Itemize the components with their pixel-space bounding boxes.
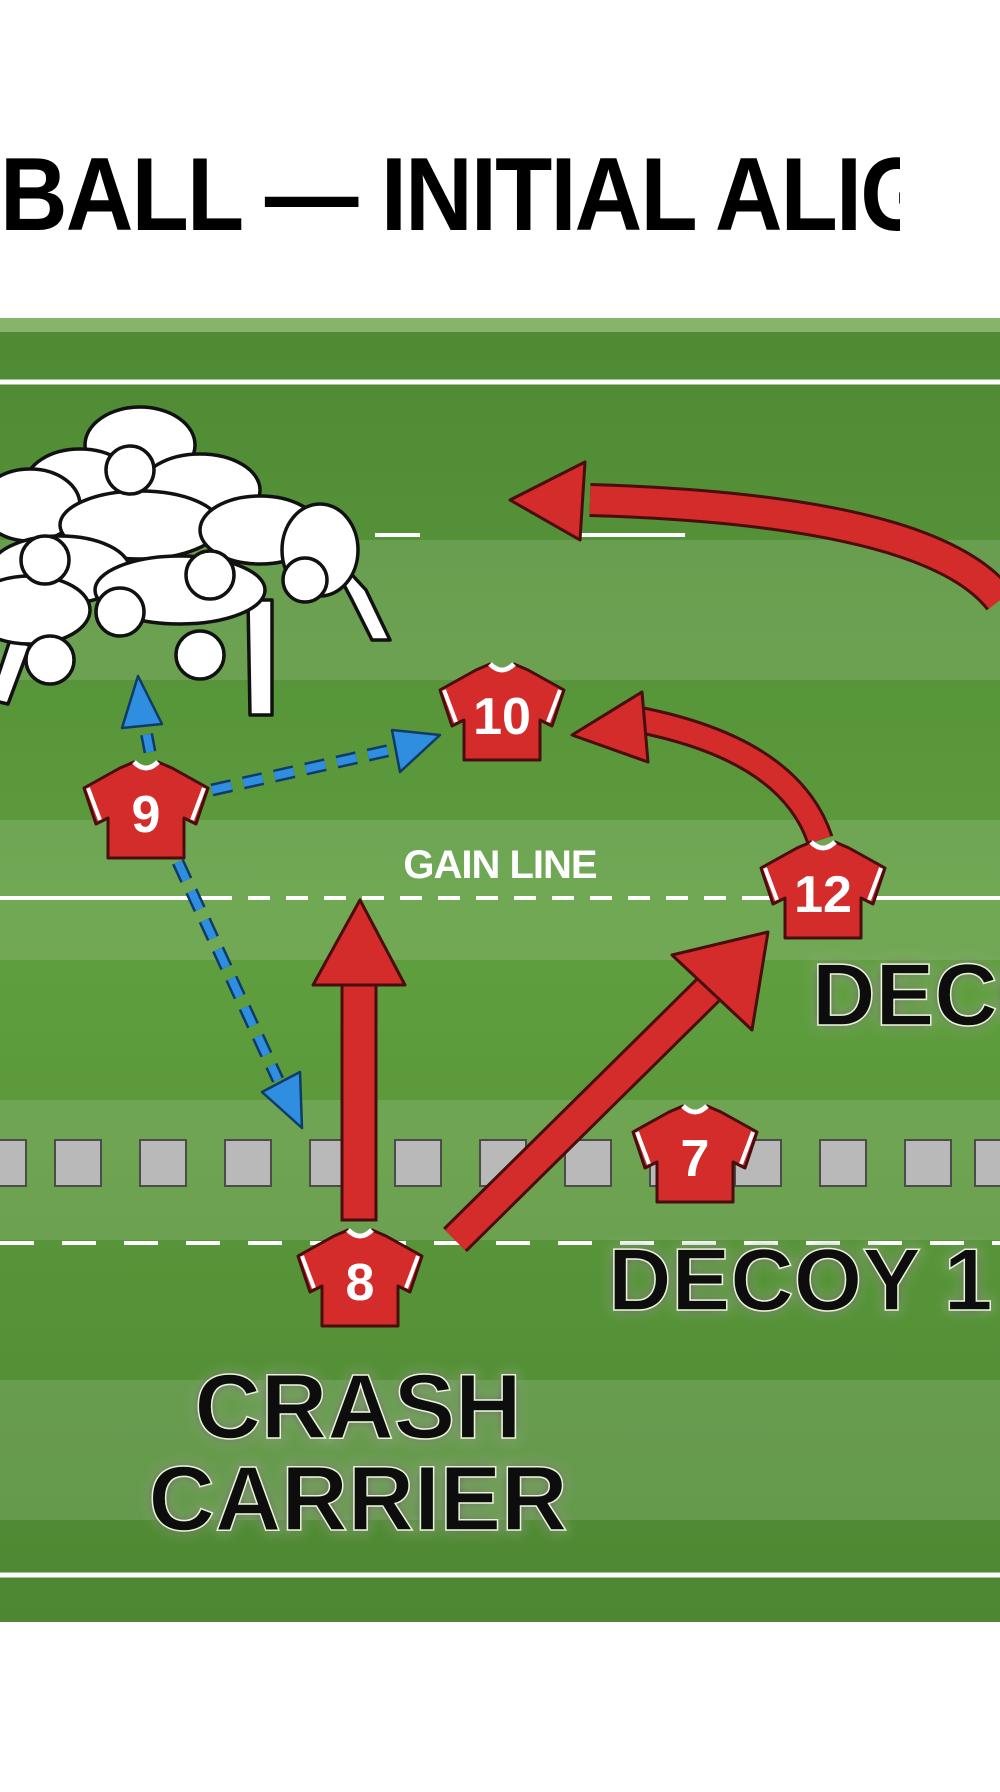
jersey-icon: 12 <box>761 842 885 938</box>
run-arrow-8-diagonal <box>443 930 770 1253</box>
diagram-title: BALL — INITIAL ALIG <box>0 137 900 253</box>
pass-arrow-9-to-scrum <box>120 674 164 754</box>
player-number-9: 9 <box>132 786 161 844</box>
decoy-2-label: DECO <box>812 945 1000 1044</box>
jersey-icon: 7 <box>633 1106 757 1202</box>
scrum-pack-icon <box>0 405 392 717</box>
run-arrow-loop-top <box>508 460 1000 611</box>
crash-carrier-label-line-2: CARRIER <box>148 1448 567 1550</box>
player-number-12: 12 <box>794 866 852 924</box>
player-number-8: 8 <box>346 1254 375 1312</box>
player-number-7: 7 <box>681 1130 710 1188</box>
jersey-icon: 8 <box>298 1230 422 1326</box>
jersey-icon: 9 <box>84 762 208 858</box>
pass-arrow-9-to-10 <box>210 728 442 797</box>
gain-line-label: GAIN LINE <box>403 843 597 887</box>
player-number-10: 10 <box>473 688 531 746</box>
run-arrow-12-to-10 <box>570 690 834 845</box>
crash-carrier-label-line-1: CRASH <box>194 1356 521 1458</box>
pass-arrow-9-to-8 <box>172 859 304 1130</box>
decoy-1-label: DECOY 1 <box>608 1230 993 1329</box>
run-arrow-8-straight <box>311 898 407 1222</box>
jersey-icon: 10 <box>440 664 564 760</box>
